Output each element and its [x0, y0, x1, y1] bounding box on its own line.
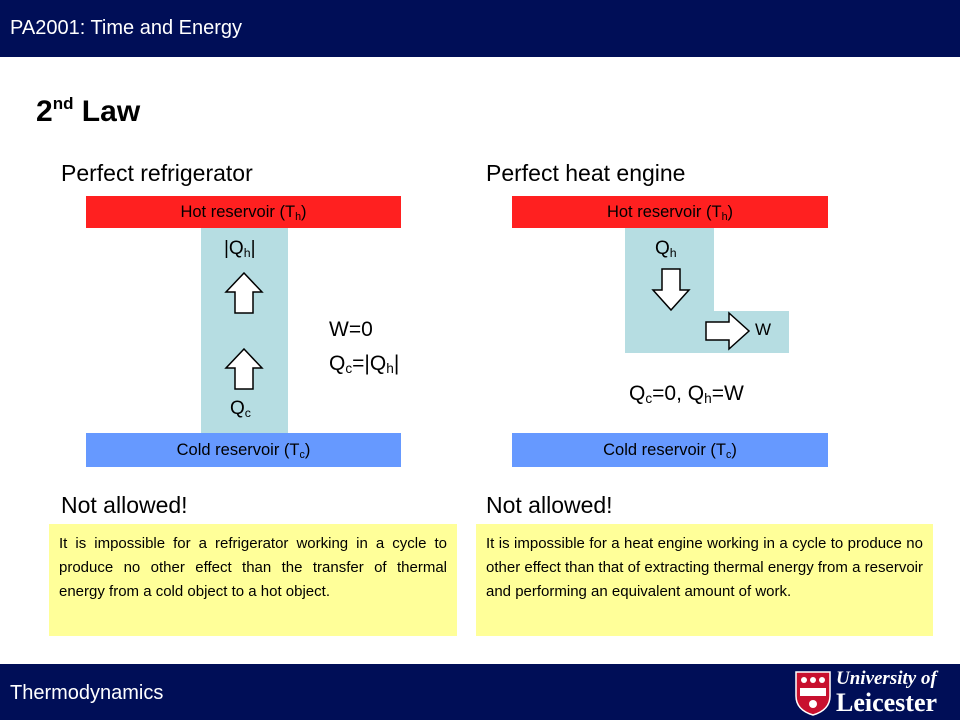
cold-reservoir-paren: ) — [304, 441, 311, 459]
cold-reservoir-sub: c — [726, 449, 732, 461]
hot-reservoir-label: Hot reservoir (T — [180, 203, 296, 221]
eq-part: =0, Q — [652, 382, 705, 405]
title-superscript: nd — [52, 94, 74, 113]
logo-line-leicester: Leicester — [836, 688, 938, 717]
eq-part: =|Q — [352, 352, 387, 375]
logo-line-university: University of — [836, 668, 937, 689]
engine-heading: Perfect heat engine — [486, 160, 686, 186]
hot-reservoir-sub: h — [295, 211, 302, 223]
qh-sub: h — [669, 246, 677, 260]
eq-sub: c — [345, 361, 353, 376]
down-arrow-icon — [651, 268, 691, 312]
qh-close: | — [250, 238, 256, 259]
hot-reservoir-paren: ) — [301, 203, 307, 221]
engine-verdict: Not allowed! — [486, 492, 613, 518]
right-arrow-icon — [705, 311, 751, 351]
engine-hot-reservoir: Hot reservoir (Th) — [512, 196, 828, 228]
title-number: 2 — [36, 95, 53, 128]
eq-sub: h — [386, 361, 394, 376]
refrigerator-qh-label: |Qh| — [224, 238, 256, 260]
eq-part: =W — [711, 382, 744, 405]
eq-sub: h — [704, 391, 712, 406]
eq-part: Q — [329, 352, 346, 375]
eq-part: Q — [629, 382, 646, 405]
qh-text: |Q — [224, 238, 244, 259]
slide-title: 2nd Law — [36, 94, 140, 129]
hot-reservoir-sub: h — [721, 211, 728, 223]
hot-reservoir-label: Hot reservoir (T — [606, 203, 722, 221]
engine-cold-reservoir: Cold reservoir (Tc) — [512, 433, 828, 467]
qh-sub: h — [243, 246, 251, 260]
cold-reservoir-label: Cold reservoir (T — [603, 441, 726, 459]
engine-equation: Qc=0, Qh=W — [629, 382, 744, 406]
engine-work-label: W — [755, 320, 772, 339]
engine-statement: It is impossible for a heat engine worki… — [476, 524, 933, 636]
cold-reservoir-label: Cold reservoir (T — [176, 441, 300, 459]
refrigerator-cold-reservoir: Cold reservoir (Tc) — [86, 433, 401, 467]
qc-sub: c — [244, 406, 251, 420]
up-arrow-icon — [224, 348, 264, 390]
header-bar — [0, 0, 960, 57]
up-arrow-icon — [224, 272, 264, 314]
course-title: PA2001: Time and Energy — [10, 17, 242, 39]
refrigerator-heading: Perfect refrigerator — [61, 160, 253, 186]
cold-reservoir-sub: c — [299, 449, 305, 461]
refrigerator-work-equation: W=0 — [329, 318, 373, 341]
refrigerator-heat-equation: Qc=|Qh| — [329, 352, 399, 376]
title-text: Law — [73, 95, 141, 128]
refrigerator-qc-label: Qc — [230, 398, 251, 420]
eq-part: | — [393, 352, 400, 375]
refrigerator-verdict: Not allowed! — [61, 492, 188, 518]
refrigerator-statement: It is impossible for a refrigerator work… — [49, 524, 457, 636]
refrigerator-heat-column — [201, 228, 288, 434]
university-crest-icon — [795, 671, 831, 716]
eq-sub: c — [645, 391, 653, 406]
hot-reservoir-paren: ) — [727, 203, 734, 221]
footer-subject: Thermodynamics — [10, 682, 164, 704]
engine-qh-label: Qh — [655, 238, 677, 260]
qc-text: Q — [230, 398, 245, 419]
cold-reservoir-paren: ) — [731, 441, 737, 459]
refrigerator-hot-reservoir: Hot reservoir (Th) — [86, 196, 401, 228]
qh-text: Q — [655, 238, 670, 259]
